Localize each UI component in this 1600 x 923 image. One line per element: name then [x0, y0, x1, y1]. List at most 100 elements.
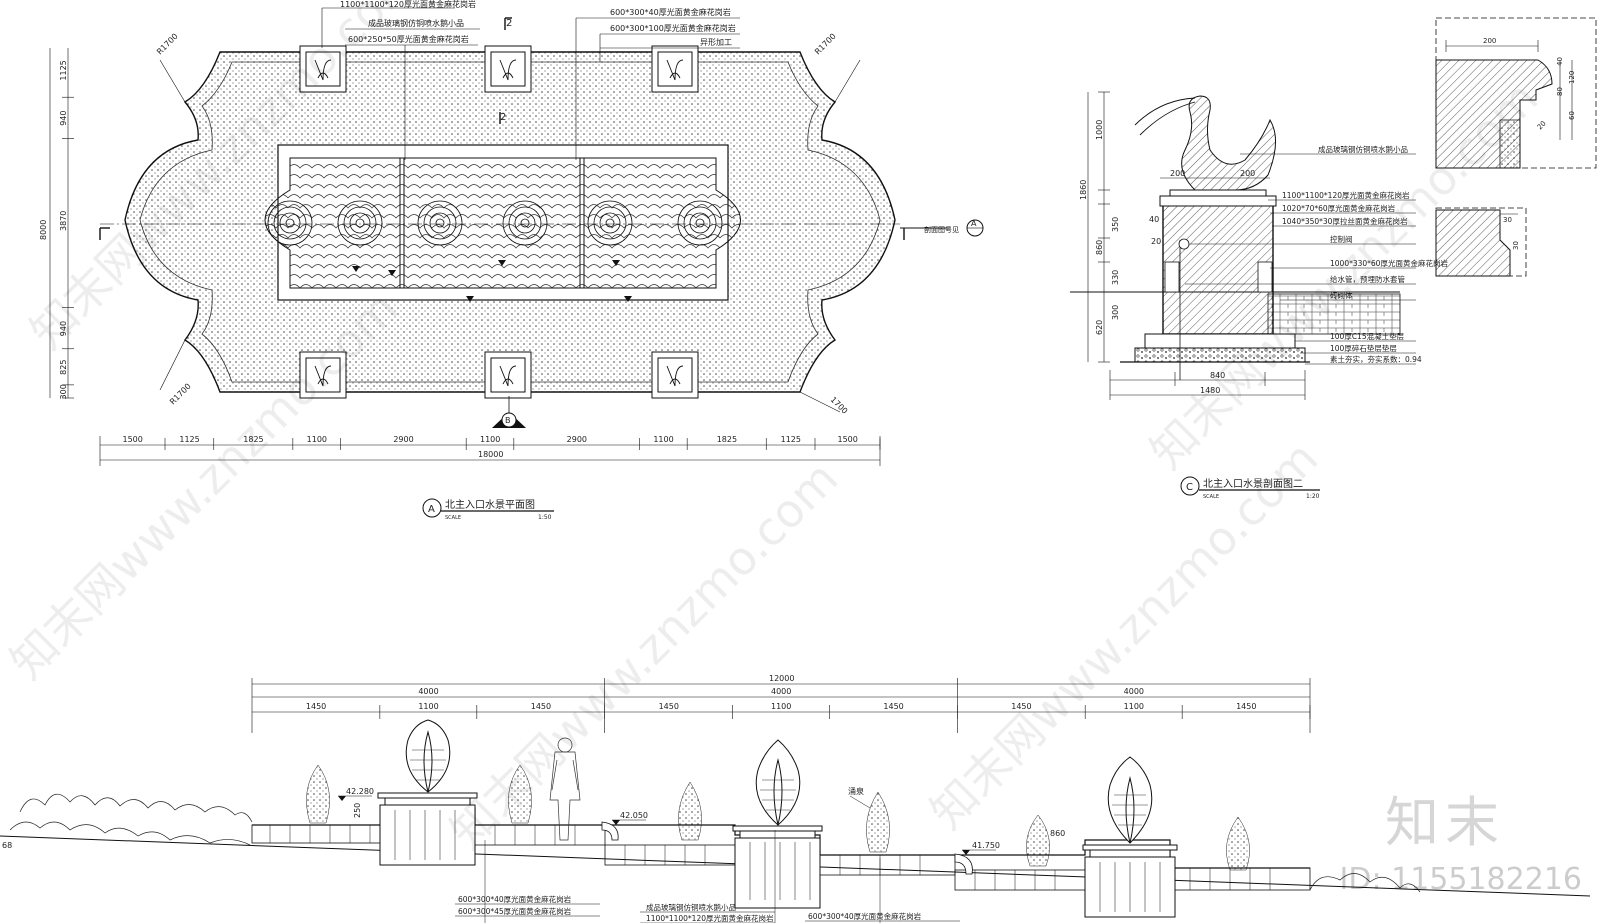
- plan-title-marker: A: [428, 504, 435, 515]
- detail-dim: 120: [1568, 71, 1576, 84]
- section-note: 1100*1100*120厚光面黄金麻花岗岩: [1282, 190, 1410, 200]
- section-mark: 2: [506, 18, 512, 29]
- section-note: 1040*350*30厚拉丝面黄金麻花岗岩: [1282, 216, 1408, 226]
- plan-swan-icons: [314, 59, 684, 387]
- elev-note: 1100*1100*120厚光面黄金麻花岗岩: [646, 913, 774, 923]
- section-left-dim: 1000: [1095, 120, 1104, 140]
- plan-dim-total: 18000: [478, 450, 503, 459]
- plan-level-markers: [352, 260, 632, 302]
- section-marker-b: B: [492, 396, 526, 428]
- plan-note: 成品玻璃钢仿铜喷水鹅小品: [368, 18, 464, 28]
- callout-left: 250: [353, 803, 362, 818]
- section-dim-inner: 840: [1210, 371, 1225, 380]
- elevation-shrubs: [9, 793, 1421, 893]
- section-pedestal: [1162, 203, 1274, 335]
- section-left-total: 1860: [1079, 180, 1088, 200]
- section-mark: 2: [500, 112, 506, 123]
- elev-dim-seg: 1450: [883, 702, 903, 711]
- plan-dim-label: 2900: [393, 435, 413, 444]
- svg-text:A: A: [971, 219, 977, 228]
- plan-dim-label: 1100: [653, 435, 673, 444]
- elevation-swan-statues: [405, 719, 1153, 844]
- section-left-dim: 860: [1095, 240, 1104, 255]
- plan-dim-label: 1100: [480, 435, 500, 444]
- detail-dim: 80: [1556, 87, 1564, 96]
- detail-b-dim: 30: [1503, 216, 1512, 224]
- detail-dim: 40: [1556, 57, 1564, 66]
- section-scale: 1:20: [1306, 493, 1320, 500]
- level-label: 41.750: [972, 841, 1000, 850]
- section-view: 成品玻璃钢仿铜喷水鹅小品 1100*1100*120厚光面黄金麻花岗岩 1020*7…: [1070, 91, 1448, 500]
- plan-note: 1100*1100*120厚光面黄金麻花岗岩: [340, 0, 476, 9]
- elev-dim-seg: 1450: [531, 702, 551, 711]
- radius-label: 1700: [829, 395, 850, 416]
- elev-dim-total: 12000: [769, 674, 794, 683]
- plan-title-block: A 北主入口水景平面图 SCALE 1:50: [422, 498, 554, 521]
- plan-left-dim: 3870: [59, 211, 68, 231]
- elev-dim-seg: 1450: [1236, 702, 1256, 711]
- detail-dim: 20: [1536, 119, 1548, 131]
- section-note: 砖砌体: [1330, 290, 1353, 300]
- section-left-dim: 330: [1111, 270, 1120, 285]
- elev-note: 600*300*40厚光面黄金麻花岗岩: [808, 911, 922, 921]
- marker-b-label: B: [505, 416, 511, 425]
- section-note: 1020*70*60厚光面黄金麻花岗岩: [1282, 203, 1396, 213]
- detail-a-profile: [1435, 59, 1553, 169]
- plan-dim-label: 2900: [567, 435, 587, 444]
- elev-note: 成品玻璃钢仿铜喷水鹅小品: [646, 902, 736, 912]
- callout-right: 860: [1050, 829, 1065, 838]
- plan-dim-label: 1500: [123, 435, 143, 444]
- elev-dim-seg: 1100: [418, 702, 438, 711]
- elev-dim-group: 4000: [1124, 687, 1144, 696]
- elevation-person-scale-figure: [549, 737, 581, 841]
- plan-scale-label: SCALE: [445, 515, 461, 521]
- plan-left-dim: 1125: [59, 60, 68, 80]
- jet-label: 涌泉: [848, 786, 864, 796]
- elev-dim-seg: 1450: [659, 702, 679, 711]
- detail-b-dim: 30: [1512, 241, 1520, 250]
- elev-note: 600*300*45厚光面黄金麻花岗岩: [458, 906, 572, 916]
- plan-left-dim: 825: [59, 360, 68, 375]
- section-paving-brick: [1267, 293, 1401, 335]
- elev-dim-seg: 1450: [1011, 702, 1031, 711]
- plan-dim-label: 1100: [307, 435, 327, 444]
- section-note: 1000*330*60厚光面黄金麻花岗岩: [1330, 258, 1448, 268]
- detail-b-profile: [1435, 209, 1511, 277]
- level-label: 42.050: [620, 811, 648, 820]
- plan-left-total: 8000: [39, 220, 48, 240]
- section-swan-sculpture: [1181, 95, 1276, 191]
- section-bottom-dimensions: 840 1480: [1109, 370, 1306, 400]
- section-note: 成品玻璃钢仿铜喷水鹅小品: [1318, 144, 1408, 154]
- plan-note: 600*300*40厚光面黄金麻花岗岩: [610, 7, 731, 17]
- section-note: 100厚C15混凝土垫层: [1330, 331, 1405, 341]
- section-top-dim: 200: [1170, 169, 1185, 178]
- elevation-spouts: [601, 821, 973, 875]
- elev-dim-group: 4000: [418, 687, 438, 696]
- id-tag: ID: 1155182216: [1339, 862, 1582, 897]
- section-title: 北主入口水景剖面图二: [1203, 477, 1303, 490]
- plan-dim-label: 1825: [243, 435, 263, 444]
- detail-top-dim: 200: [1483, 37, 1496, 45]
- section-left-dim: 620: [1095, 320, 1104, 335]
- section-left-dim: 300: [1111, 305, 1120, 320]
- plan-scale: 1:50: [538, 514, 552, 521]
- elevation-pedestal-flutes: [394, 810, 1161, 912]
- plan-note: 600*300*100厚光面黄金麻花岗岩: [610, 23, 736, 33]
- radius-label: R1700: [813, 32, 838, 57]
- section-note: 素土夯实，夯实系数：0.94: [1330, 354, 1422, 364]
- radius-label: R1700: [168, 382, 193, 407]
- plan-dim-label: 1825: [717, 435, 737, 444]
- elev-dim-seg: 1450: [306, 702, 326, 711]
- detail-dim: 60: [1568, 111, 1576, 120]
- section-left-dim: 350: [1111, 217, 1120, 232]
- edge-level: 68: [2, 841, 12, 850]
- level-label: 42.280: [346, 787, 374, 796]
- elevation-notes: 600*300*40厚光面黄金麻花岗岩 600*300*45厚光面黄金麻花岗岩 …: [455, 830, 960, 923]
- section-top-dimensions: 200 200 40 20: [1149, 169, 1270, 246]
- section-ref: 剖面图号见: [924, 225, 959, 234]
- elevation-level-markers: 42.280 42.050 41.750 68 250 860 涌泉: [2, 786, 1065, 855]
- plan-left-dim: 940: [59, 321, 68, 336]
- plan-title: 北主入口水景平面图: [445, 499, 535, 511]
